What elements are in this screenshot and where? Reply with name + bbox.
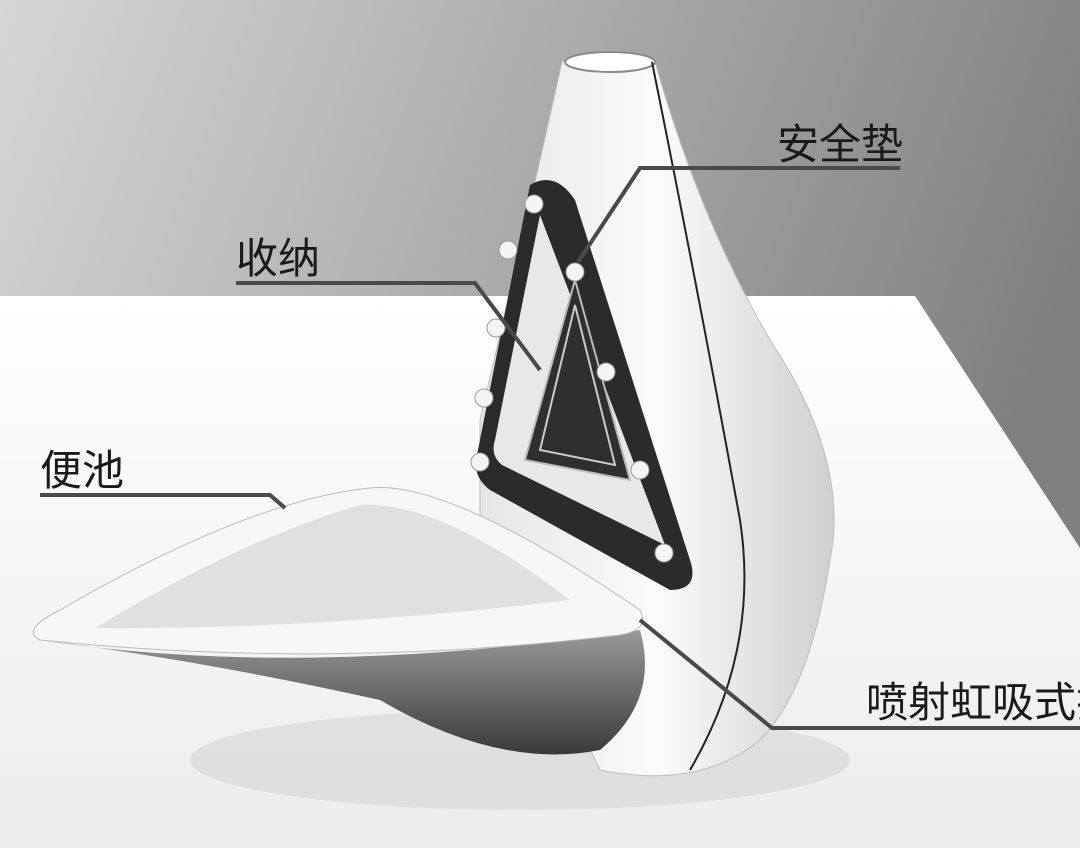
seam-line xyxy=(651,61,746,771)
panel-bolts xyxy=(470,194,674,563)
leader-siphon-flush xyxy=(638,618,1080,730)
top-opening xyxy=(564,51,656,73)
label-safety-pad: 安全垫 xyxy=(777,120,904,169)
bowl-underside xyxy=(40,630,645,755)
label-storage: 收纳 xyxy=(236,234,321,283)
leader-toilet-bowl xyxy=(40,493,287,510)
label-siphon-flush: 喷射虹吸式排 xyxy=(866,678,1080,727)
bowl-inner xyxy=(95,504,570,629)
label-toilet-bowl: 便池 xyxy=(40,446,125,495)
storage-recess-ring xyxy=(538,304,617,467)
leader-safety-pad xyxy=(576,166,900,264)
leader-lines xyxy=(40,166,1080,730)
leader-storage xyxy=(236,281,542,372)
